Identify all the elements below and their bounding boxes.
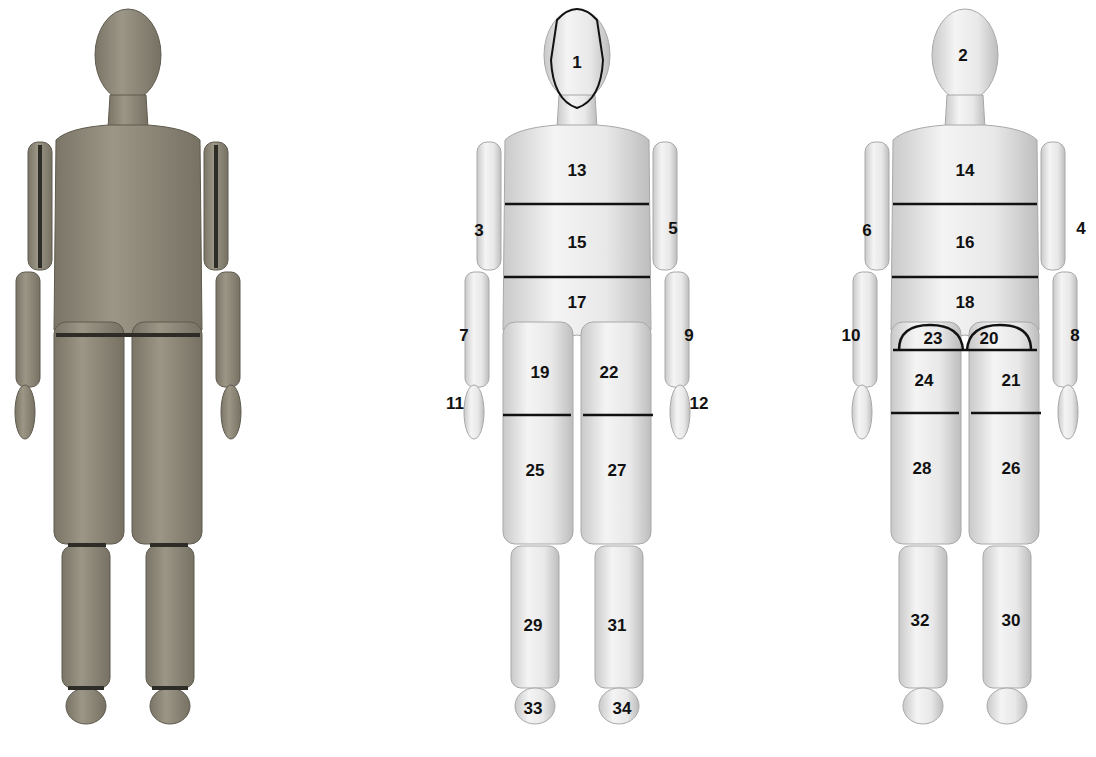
callout-number: 18 — [956, 294, 975, 311]
callout-number: 25 — [526, 462, 545, 479]
front-view — [464, 9, 690, 724]
callout-number: 26 — [1002, 460, 1021, 477]
callout-number: 1 — [572, 54, 581, 71]
callout-number: 31 — [608, 617, 627, 634]
back-zone-lines — [891, 204, 1041, 413]
front-body — [464, 9, 690, 724]
callout-number: 23 — [924, 330, 943, 347]
callout-number: 33 — [524, 700, 543, 717]
callout-number: 17 — [568, 294, 587, 311]
callout-number: 3 — [474, 222, 483, 239]
back-body — [852, 9, 1078, 724]
callout-number: 11 — [446, 395, 464, 412]
callout-number: 8 — [1070, 327, 1079, 344]
photo-body — [15, 9, 241, 724]
callout-number: 20 — [980, 330, 999, 347]
photo-joints — [40, 145, 216, 688]
callout-number: 24 — [915, 372, 934, 389]
callout-number: 34 — [613, 700, 632, 717]
callout-number: 9 — [684, 327, 693, 344]
front-zone-lines — [503, 9, 653, 415]
callout-number: 14 — [956, 162, 975, 179]
callout-number: 10 — [842, 327, 861, 344]
callout-number: 29 — [524, 617, 543, 634]
callout-number: 27 — [608, 462, 627, 479]
callout-number: 12 — [690, 395, 709, 412]
callout-number: 13 — [568, 162, 587, 179]
callout-number: 15 — [568, 234, 587, 251]
callout-number: 4 — [1076, 220, 1085, 237]
back-view — [852, 9, 1078, 724]
callout-number: 19 — [531, 364, 550, 381]
manikin-photo — [15, 9, 241, 724]
callout-number: 2 — [958, 47, 967, 64]
callout-number: 21 — [1002, 372, 1021, 389]
callout-number: 30 — [1002, 612, 1021, 629]
callout-number: 32 — [911, 612, 930, 629]
callout-number: 16 — [956, 234, 975, 251]
callout-number: 6 — [862, 222, 871, 239]
callout-number: 7 — [459, 327, 468, 344]
callout-number: 28 — [913, 460, 932, 477]
callout-number: 22 — [600, 364, 619, 381]
callout-number: 5 — [668, 220, 677, 237]
